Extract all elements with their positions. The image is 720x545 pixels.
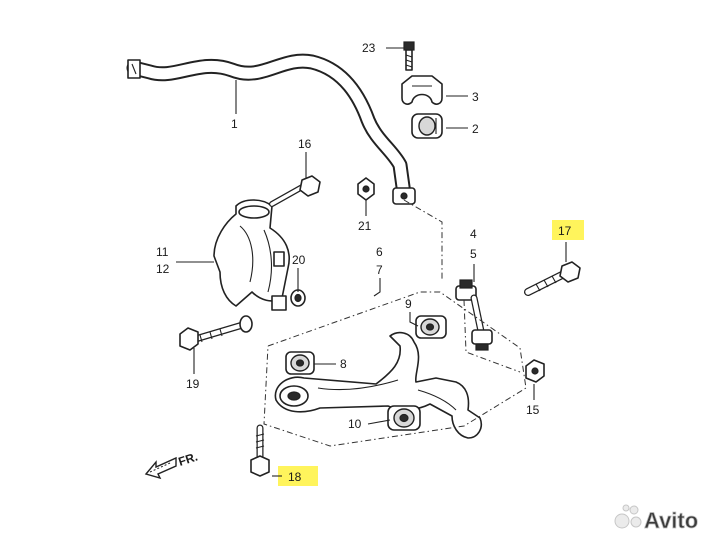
bushing-10 — [387, 405, 421, 431]
callout-12: 12 — [156, 262, 170, 276]
avito-watermark: Avito — [614, 504, 699, 533]
callout-7: 7 — [376, 263, 383, 277]
callout-3: 3 — [472, 90, 479, 104]
leader-lines — [176, 47, 567, 477]
callout-5: 5 — [470, 247, 477, 261]
callout-20: 20 — [292, 253, 306, 267]
washer-20 — [290, 289, 306, 307]
nut-21 — [357, 177, 375, 201]
bolt-23 — [403, 41, 415, 71]
assembly-outline-link — [403, 199, 443, 280]
bushing-8 — [285, 351, 315, 375]
callout-21: 21 — [358, 219, 372, 233]
bolt-19 — [179, 315, 253, 351]
callout-2: 2 — [472, 122, 479, 136]
callout-19: 19 — [186, 377, 200, 391]
nut-15 — [525, 359, 545, 383]
callout-17: 17 — [558, 224, 572, 238]
bolt-18 — [250, 424, 270, 477]
bushing-9 — [415, 315, 447, 339]
front-direction-label: FR. — [177, 450, 200, 469]
bolt-17 — [524, 261, 581, 296]
highlight-17 — [552, 220, 584, 240]
callout-8: 8 — [340, 357, 347, 371]
callout-18: 18 — [288, 470, 302, 484]
highlight-18 — [278, 466, 318, 486]
avito-watermark-text: Avito — [644, 508, 698, 533]
front-direction-arrow: FR. — [144, 450, 200, 480]
stabilizer-link — [455, 279, 493, 351]
callout-4: 4 — [470, 227, 477, 241]
callout-23: 23 — [362, 41, 376, 55]
bolt-16 — [269, 175, 321, 207]
callout-10: 10 — [348, 417, 362, 431]
stabilizer-bracket — [401, 75, 443, 105]
assembly-outline-link2 — [463, 299, 521, 373]
stabilizer-bar — [126, 53, 416, 205]
assembly-outline-arm — [263, 291, 527, 447]
callout-9: 9 — [405, 297, 412, 311]
callout-15: 15 — [526, 403, 540, 417]
callout-6: 6 — [376, 245, 383, 259]
callout-11: 11 — [156, 245, 169, 259]
stabilizer-bushing — [411, 113, 443, 139]
callout-16: 16 — [298, 137, 312, 151]
knuckle — [213, 199, 290, 311]
callout-1: 1 — [231, 117, 238, 131]
